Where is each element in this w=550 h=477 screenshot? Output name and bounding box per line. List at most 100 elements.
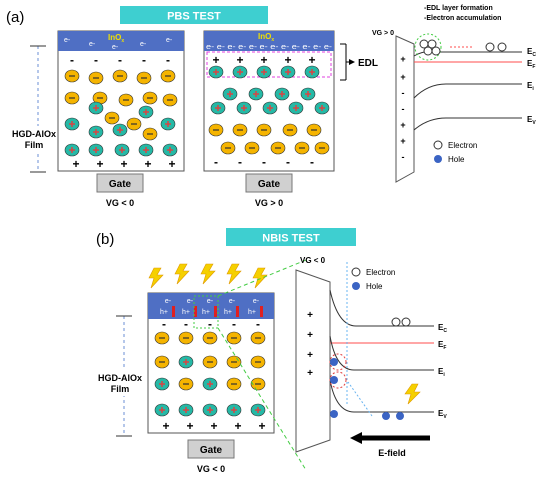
negative-ion xyxy=(282,123,298,137)
band-bias-label: VG > 0 xyxy=(372,30,394,37)
edl-label: EDL xyxy=(358,58,378,69)
svg-text:+: + xyxy=(400,120,405,130)
ef-label-a: EF xyxy=(527,59,535,70)
negative-ion xyxy=(178,331,194,345)
positive-ion xyxy=(262,101,278,115)
band-bias-label: VG < 0 xyxy=(300,256,326,265)
e-label: e- xyxy=(187,298,194,305)
negative-ion xyxy=(250,331,266,345)
edl-box xyxy=(206,51,332,78)
panel-b-label: (b) xyxy=(96,231,114,248)
positive-ion xyxy=(232,65,248,79)
negative-ion xyxy=(160,69,176,83)
zoom-line-top xyxy=(217,259,307,297)
svg-text:-: - xyxy=(402,104,405,114)
film-label-bg-b xyxy=(86,370,150,396)
negative-ion xyxy=(64,69,80,83)
plus-charge: + xyxy=(234,419,241,433)
svg-text:+: + xyxy=(307,310,313,321)
positive-ion xyxy=(256,65,272,79)
lightning-icon xyxy=(404,383,421,405)
negative-ion xyxy=(244,141,260,155)
positive-ion xyxy=(248,87,264,101)
negative-ion xyxy=(104,111,120,125)
positive-ion xyxy=(138,105,154,119)
positive-ion xyxy=(280,65,296,79)
negative-ion xyxy=(226,377,242,391)
pbs-device-left: e- e- e- e- e- InOx -----+++++ xyxy=(57,30,185,172)
svg-text:-: - xyxy=(402,152,405,162)
plus-charge: + xyxy=(120,157,127,171)
negative-ion xyxy=(112,69,128,83)
ev-label-a: EV xyxy=(527,115,536,126)
plus-charge: + xyxy=(236,53,243,67)
negative-ion xyxy=(154,331,170,345)
film-label-a-1: HGD-AlOx xyxy=(12,129,56,139)
band-note-1: -EDL layer formation xyxy=(424,5,493,12)
electron-row: e- e- e- e- e- e- e- e- e- e- e- e- xyxy=(206,44,333,51)
negative-ion xyxy=(306,123,322,137)
ev-line-a xyxy=(413,117,522,131)
positive-ion xyxy=(88,101,104,115)
positive-ion xyxy=(236,101,252,115)
hole-icon xyxy=(330,410,338,418)
e-label: e- xyxy=(229,298,236,305)
svg-text:-: - xyxy=(402,88,405,98)
legend-electron-icon xyxy=(351,267,361,277)
positive-ion xyxy=(112,123,128,137)
positive-ion xyxy=(114,143,130,157)
negative-ion xyxy=(142,127,158,141)
lightning-icon xyxy=(226,263,242,285)
negative-ion xyxy=(250,377,266,391)
minus-charge: - xyxy=(142,53,146,67)
inox-label: InOx xyxy=(108,33,124,44)
ec-line-b xyxy=(329,289,434,327)
plus-charge: + xyxy=(96,157,103,171)
positive-ion xyxy=(274,87,290,101)
ei-label-b: Ei xyxy=(438,367,445,378)
positive-ion xyxy=(160,117,176,131)
electron-icon xyxy=(497,42,507,52)
legend-hole: Hole xyxy=(366,282,383,291)
plus-charge: + xyxy=(168,157,175,171)
efield-label: E-field xyxy=(378,448,406,458)
negative-ion xyxy=(226,355,242,369)
electron-icon xyxy=(401,317,411,327)
positive-ion xyxy=(288,101,304,115)
negative-ion xyxy=(232,123,248,137)
ec-label-a: EC xyxy=(527,47,536,58)
positive-ion xyxy=(250,403,266,417)
positive-ion xyxy=(202,377,218,391)
electron-icon xyxy=(391,317,401,327)
minus-charge: - xyxy=(238,155,242,169)
film-label-a-2: Film xyxy=(25,140,44,150)
svg-text:+: + xyxy=(307,330,313,341)
minus-charge: - xyxy=(208,317,212,331)
ef-label-b: EF xyxy=(438,340,446,351)
svg-text:+: + xyxy=(307,368,313,379)
negative-ion xyxy=(226,331,242,345)
zoom-region xyxy=(193,295,219,329)
minus-charge: - xyxy=(232,317,236,331)
gate-a-left xyxy=(96,173,144,193)
negative-ion xyxy=(118,93,134,107)
plus-charge: + xyxy=(260,53,267,67)
plus-charge: + xyxy=(186,419,193,433)
e-label: e- xyxy=(112,44,119,51)
electron-icon xyxy=(431,46,441,56)
minus-charge: - xyxy=(310,155,314,169)
svg-text:+: + xyxy=(400,54,405,64)
legend-electron: Electron xyxy=(366,268,395,277)
minus-charge: - xyxy=(256,317,260,331)
positive-ion xyxy=(210,101,226,115)
positive-ion xyxy=(178,403,194,417)
negative-ion xyxy=(178,377,194,391)
h-label: h+ xyxy=(202,309,210,316)
positive-ion xyxy=(202,403,218,417)
e-label: e- xyxy=(166,37,173,44)
gate-b xyxy=(187,439,235,459)
legend-hole: Hole xyxy=(448,155,465,164)
minus-charge: - xyxy=(94,53,98,67)
gate-label: Gate xyxy=(109,179,132,190)
